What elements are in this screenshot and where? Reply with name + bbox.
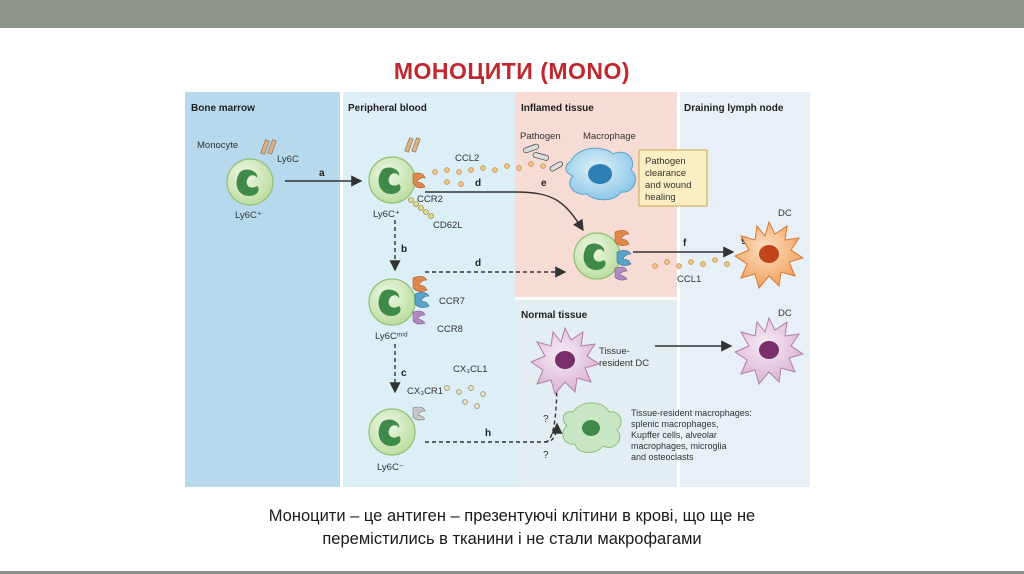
pathogen-icon — [523, 143, 563, 172]
slide-caption: Моноцити – це антиген – презентуючі кліт… — [150, 505, 874, 551]
svg-text:Kupffer cells, alveolar: Kupffer cells, alveolar — [631, 430, 717, 440]
arrow-label-d-lower: d — [475, 258, 481, 269]
monocyte-ly6c-mid — [368, 278, 416, 326]
panel-header-peripheral-blood: Peripheral blood — [348, 103, 427, 114]
label-ccr7: CCR7 — [439, 296, 465, 307]
svg-text:healing: healing — [645, 192, 676, 203]
svg-text:resident DC: resident DC — [599, 358, 649, 369]
arrow-e — [514, 191, 584, 232]
chemokine-ccl1-dots — [652, 257, 730, 269]
label-dc-top: DC — [778, 208, 792, 219]
top-decor-bar — [0, 0, 1024, 28]
receptor-cd62l — [408, 197, 434, 219]
macrophage-inflamed — [565, 147, 636, 201]
label-ly6c-minus: Ly6C⁻ — [377, 462, 404, 473]
chemokine-cx3cl1-dots — [444, 385, 486, 409]
caption-line-2: перемістились в тканини і не стали макро… — [322, 530, 702, 548]
arrow-label-c: c — [401, 368, 407, 379]
label-dc-bottom: DC — [778, 308, 792, 319]
caption-line-1: Моноцити – це антиген – презентуючі кліт… — [268, 507, 756, 525]
panel-header-inflamed-tissue: Inflamed tissue — [521, 103, 594, 114]
chemokine-ccl2-dots — [432, 161, 546, 187]
question-mark-upper: ? — [543, 414, 549, 425]
slide-title: МОНОЦИТИ (MONO) — [393, 58, 631, 84]
receptors-ly6c-mid — [412, 276, 430, 325]
tissue-resident-macrophage — [562, 402, 622, 453]
label-ccr8: CCR8 — [437, 324, 463, 335]
label-macrophage: Macrophage — [583, 131, 636, 142]
bone-marrow-panel — [185, 92, 340, 487]
arrow-label-b: b — [401, 244, 407, 255]
label-cx3cl1: CX₃CL1 — [453, 364, 488, 375]
dendritic-cell-lymph-pink — [733, 316, 805, 386]
normal-tissue-panel — [515, 300, 677, 487]
bottom-decor-bar — [0, 571, 1024, 574]
pathogen-clearance-box: Pathogen clearance and wound healing — [638, 149, 708, 207]
label-tissue-resident-dc: Tissue- resident DC — [599, 346, 649, 369]
receptor-ccr2 — [412, 172, 426, 189]
receptor-ccr8-inflamed — [614, 230, 632, 281]
label-ly6c-plus-pb: Ly6C⁺ — [373, 209, 400, 220]
dendritic-cell-mature — [733, 220, 805, 290]
svg-text:and osteoclasts: and osteoclasts — [631, 452, 694, 462]
label-ccr2: CCR2 — [417, 194, 443, 205]
svg-text:Tissue-resident macrophages:: Tissue-resident macrophages: — [631, 408, 752, 418]
label-tissue-resident-macrophages: Tissue-resident macrophages: splenic mac… — [631, 408, 752, 462]
svg-text:splenic macrophages,: splenic macrophages, — [631, 419, 719, 429]
arrow-label-h: h — [485, 428, 491, 439]
svg-text:clearance: clearance — [645, 168, 686, 179]
panel-header-normal-tissue: Normal tissue — [521, 310, 588, 321]
tissue-resident-dc — [529, 326, 601, 396]
label-ly6c: Ly6C — [277, 154, 299, 165]
arrow-label-a: a — [319, 168, 325, 179]
receptor-ly6c-bm — [260, 139, 277, 155]
label-monocyte: Monocyte — [197, 140, 238, 151]
monocyte-ly6c-minus — [368, 408, 416, 456]
receptor-ly6c-pb — [404, 137, 421, 153]
label-ccl2: CCL2 — [455, 153, 479, 164]
label-ly6c-mid: Ly6Cᵐⁱᵈ — [375, 331, 408, 342]
question-mark-lower: ? — [543, 450, 549, 461]
svg-text:Pathogen: Pathogen — [645, 156, 686, 167]
svg-text:and wound: and wound — [645, 180, 691, 191]
svg-text:Tissue-: Tissue- — [599, 346, 630, 357]
monocyte-diagram: Bone marrow Peripheral blood Inflamed ti… — [185, 92, 810, 487]
label-cx3cr1: CX₃CR1 — [407, 386, 443, 397]
arrow-label-f: f — [683, 238, 687, 249]
label-ccl1: CCL1 — [677, 274, 701, 285]
monocyte-ly6c-plus-blood — [368, 156, 416, 204]
arrow-label-e: e — [541, 178, 547, 189]
monocyte-inflamed-tissue — [573, 232, 621, 280]
label-pathogen: Pathogen — [520, 131, 561, 142]
svg-text:macrophages, microglia: macrophages, microglia — [631, 441, 727, 451]
monocyte-bone-marrow — [226, 158, 274, 206]
arrow-label-d-upper: d — [475, 178, 481, 189]
receptor-cx3cr1 — [412, 406, 426, 421]
panel-header-bone-marrow: Bone marrow — [191, 103, 255, 114]
label-cd62l: CD62L — [433, 220, 463, 231]
panel-header-draining-lymph-node: Draining lymph node — [684, 103, 784, 114]
label-ly6c-plus-bm: Ly6C⁺ — [235, 210, 262, 221]
